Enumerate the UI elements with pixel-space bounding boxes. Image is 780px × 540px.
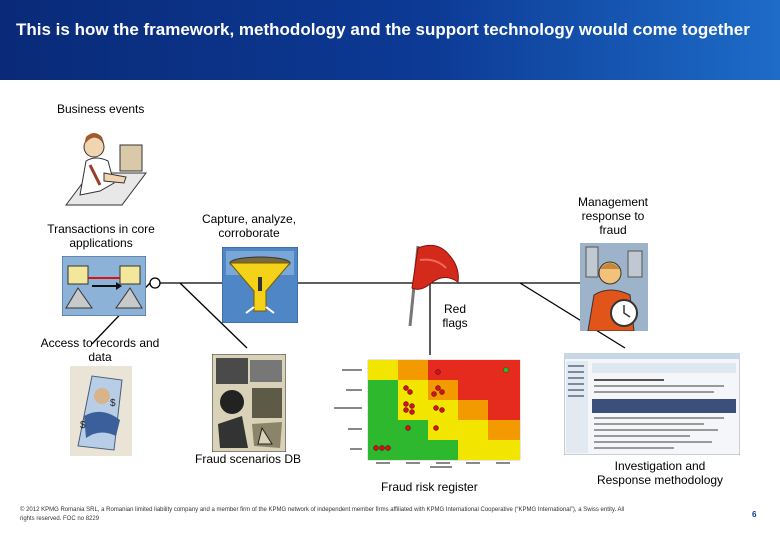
label-capture: Capture, analyze, corroborate bbox=[201, 212, 297, 240]
office-worker-icon bbox=[65, 133, 147, 206]
connector-scenarios bbox=[179, 282, 248, 349]
label-risk-register: Fraud risk register bbox=[381, 480, 478, 494]
page-title: This is how the framework, methodology a… bbox=[16, 20, 750, 39]
records-access-icon: $ $ bbox=[70, 366, 132, 456]
page-number: 6 bbox=[752, 510, 757, 519]
svg-text:$: $ bbox=[80, 420, 86, 431]
heat-map-markers bbox=[373, 367, 509, 451]
timeline-node bbox=[149, 277, 161, 289]
data-exchange-icon bbox=[62, 256, 146, 316]
label-scenarios-db: Fraud scenarios DB bbox=[195, 452, 302, 466]
label-access: Access to records and data bbox=[40, 336, 160, 364]
heat-map-axis-ticks bbox=[334, 369, 510, 468]
businessman-clock-icon bbox=[580, 243, 648, 331]
label-management: Management response to fraud bbox=[577, 195, 649, 237]
label-investigation: Investigation and Response methodology bbox=[596, 459, 724, 487]
footer-legal: © 2012 KPMG Romania SRL, a Romanian limi… bbox=[20, 507, 625, 522]
connector-investigation bbox=[519, 282, 626, 349]
collage-icon bbox=[212, 354, 286, 452]
label-business-events: Business events bbox=[57, 102, 145, 116]
funnel-icon bbox=[222, 247, 298, 323]
methodology-screenshot-icon bbox=[564, 353, 740, 455]
heat-map-cells bbox=[368, 360, 520, 460]
label-transactions: Transactions in core applications bbox=[47, 222, 155, 250]
label-red-flags: Red flags bbox=[442, 302, 468, 330]
red-flag-icon bbox=[408, 244, 459, 327]
title-banner: This is how the framework, methodology a… bbox=[0, 0, 780, 80]
heat-map-icon bbox=[334, 359, 521, 468]
svg-text:$: $ bbox=[110, 398, 116, 409]
